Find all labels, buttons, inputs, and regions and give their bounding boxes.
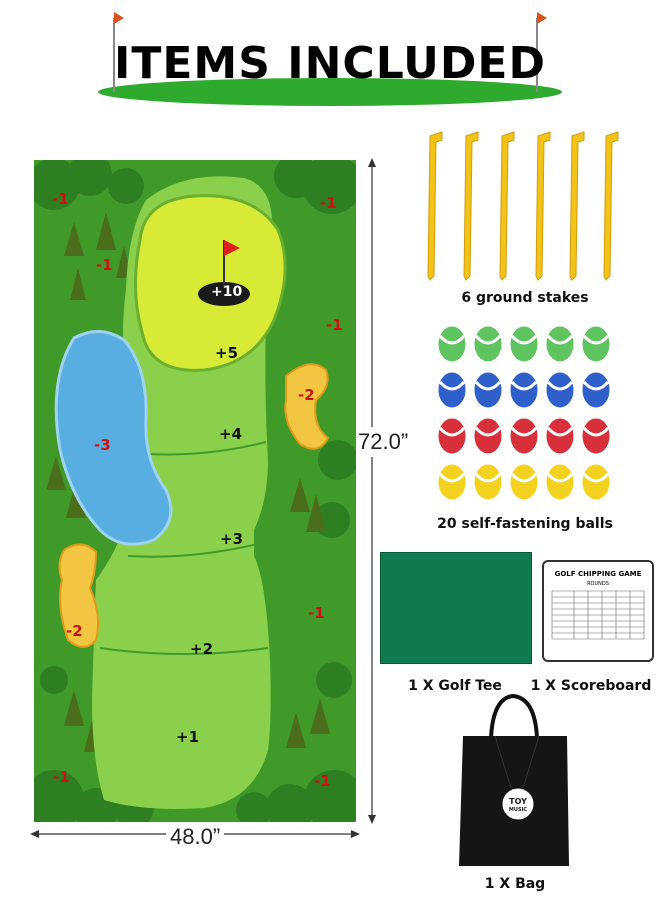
zone-label-2: +2 xyxy=(190,640,214,658)
scoreboard-header: ROUNDS xyxy=(587,581,609,587)
bunker-score: -2 xyxy=(298,386,315,404)
bunker-right xyxy=(284,363,330,450)
green-ellipse xyxy=(98,78,562,106)
tee-caption: 1 X Golf Tee xyxy=(408,678,502,694)
corner-score: -1 xyxy=(52,190,69,208)
putting-green xyxy=(134,194,287,372)
dimension-arrows xyxy=(30,158,376,838)
corner-score: -1 xyxy=(308,604,325,622)
stakes-caption: 6 ground stakes xyxy=(461,290,589,306)
width-label: 48.0” xyxy=(166,824,225,850)
right-flag-icon xyxy=(537,12,547,24)
scoreboard-title: GOLF CHIPPING GAME xyxy=(554,570,642,578)
stake-icon xyxy=(463,131,479,281)
bag-handle xyxy=(489,693,539,739)
bag-caption: 1 X Bag xyxy=(484,876,546,892)
corner-score: -1 xyxy=(326,316,343,334)
lake-score: -3 xyxy=(94,436,111,454)
scoreboard-grid xyxy=(551,590,645,640)
bag-logo-line2: MUSIC xyxy=(508,807,528,813)
corner-score: -1 xyxy=(53,768,70,786)
water-hazard xyxy=(54,330,173,546)
bunker-score: -2 xyxy=(66,622,83,640)
balls-caption: 20 self-fastening balls xyxy=(437,516,613,532)
hole-icon xyxy=(198,282,250,306)
zone-label-5: +5 xyxy=(215,344,239,362)
pine-trees xyxy=(46,212,330,752)
ground-stakes xyxy=(427,131,619,281)
bag xyxy=(459,693,569,866)
stake-icon xyxy=(569,131,585,281)
golf-mat xyxy=(34,160,356,822)
page-title: ITEMS INCLUDED xyxy=(113,38,547,89)
left-flag-icon xyxy=(114,12,124,24)
height-label: 72.0” xyxy=(358,427,409,457)
balls-grid xyxy=(435,323,613,503)
bag-logo-icon xyxy=(501,787,535,821)
stake-icon xyxy=(427,131,443,281)
stake-icon xyxy=(603,131,619,281)
corner-score: -1 xyxy=(320,194,337,212)
zone-label-3: +3 xyxy=(220,530,244,548)
golf-tee-mat xyxy=(380,552,532,664)
hole-flag-icon xyxy=(224,240,240,256)
zone-label-1: +1 xyxy=(176,728,200,746)
scoreboard-caption: 1 X Scoreboard xyxy=(530,678,652,694)
corner-score: -1 xyxy=(314,772,331,790)
bag-logo-line1: TOY xyxy=(509,797,527,806)
stake-icon xyxy=(499,131,515,281)
corner-score: -1 xyxy=(96,256,113,274)
scoreboard: GOLF CHIPPING GAME ROUNDS xyxy=(542,560,654,662)
bunker-left xyxy=(58,543,99,648)
title-banner xyxy=(98,12,562,106)
zone-label-4: +4 xyxy=(219,425,243,443)
hole-label: +10 xyxy=(211,284,243,300)
stake-icon xyxy=(535,131,551,281)
